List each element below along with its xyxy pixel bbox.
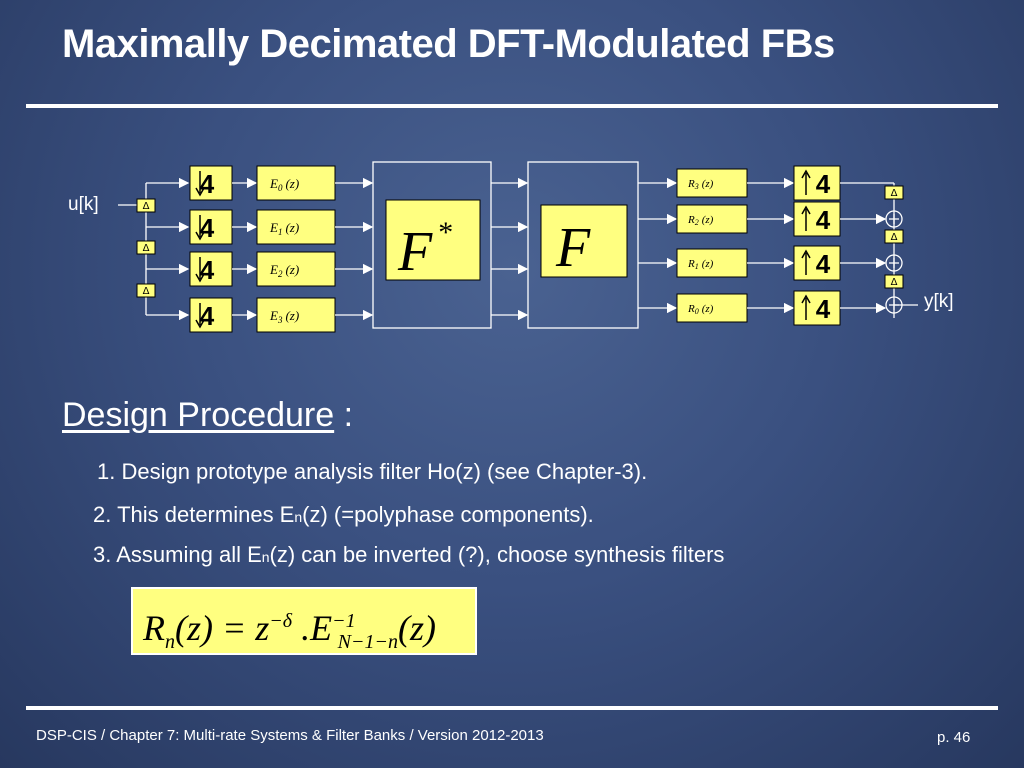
fstar-matrix-box [385,199,481,281]
analysis-filter-box [256,297,336,333]
output-delay-box [884,185,904,200]
formula-eq: = z [213,608,270,648]
page-number: p. 46 [937,729,971,746]
slide-title: Maximally Decimated DFT-Modulated FBs [62,22,835,66]
formula-inv: −1 [332,610,356,632]
step-1: 1. Design prototype analysis filter Ho(z… [97,459,647,485]
f-label: F [555,217,591,279]
formula-e: .E [292,608,333,648]
step-3-text-b: (z) can be inverted (?), choose synthesi… [269,542,725,567]
step-2-text-b: (z) (=polyphase components). [302,502,594,527]
output-delay-symbol: Δ [891,277,898,288]
input-label: u[k] [68,194,99,215]
upsampler-box [793,165,841,201]
down-arrow-head-icon [195,273,205,283]
downsample-factor: 4 [200,255,215,285]
delay-symbol: Δ [143,201,150,212]
analysis-filter-label: E3(z) [269,308,299,325]
delay-symbol: Δ [143,243,150,254]
upsample-factor: 4 [816,205,831,235]
synthesis-formula: Rn(z) = z−δ .E−1N−1−n(z) [131,587,477,655]
output-delay-symbol: Δ [891,232,898,243]
adder-icon [885,254,903,272]
downsample-factor: 4 [200,213,215,243]
output-label: y[k] [924,291,954,312]
formula-exp: −δ [269,610,293,632]
upsample-factor: 4 [816,294,831,324]
delay-box [136,240,156,255]
up-arrow-head-icon [801,294,811,304]
synthesis-filter-label: R2(z) [687,214,714,227]
analysis-filter-box [256,251,336,287]
synthesis-filter-label: R0(z) [687,303,714,316]
down-arrow-head-icon [195,231,205,241]
down-arrow-head-icon [195,187,205,197]
output-delay-symbol: Δ [891,188,898,199]
downsample-factor: 4 [200,169,215,199]
fstar-matrix-frame [372,161,492,329]
heading-colon: : [334,396,354,434]
formula-arg1: (z) [175,608,213,648]
f-matrix-frame [527,161,639,329]
step-2-subscript: n [294,509,303,525]
adder-icon [885,210,903,228]
analysis-filter-label: E0(z) [269,176,299,193]
title-divider [26,104,998,108]
fstar-label: F* [397,216,453,283]
upsample-factor: 4 [816,249,831,279]
formula-r-sub: n [165,631,175,654]
downsampler-box [189,297,233,333]
down-arrow-head-icon [195,319,205,329]
heading-text: Design Procedure [62,396,335,434]
formula-e-sub: N−1−n [337,631,398,654]
synthesis-filter-box [676,168,748,198]
footer-divider [26,706,998,710]
section-heading: Design Procedure : [62,396,353,435]
footer-text: DSP-CIS / Chapter 7: Multi-rate Systems … [36,727,544,744]
downsample-factor: 4 [200,301,215,331]
output-delay-box [884,229,904,244]
synthesis-filter-label: R3(z) [687,178,714,191]
step-2: 2. This determines En(z) (=polyphase com… [93,502,594,528]
analysis-filter-label: E1(z) [269,220,299,237]
step-1-text: 1. Design prototype analysis filter Ho(z… [97,459,648,484]
downsampler-box [189,251,233,287]
analysis-filter-label: E2(z) [269,262,299,279]
formula-arg2: (z) [397,608,436,648]
step-3: 3. Assuming all En(z) can be inverted (?… [93,542,724,568]
synthesis-filter-label: R1(z) [687,258,714,271]
upsampler-box [793,290,841,326]
analysis-filter-box [256,165,336,201]
up-arrow-head-icon [801,205,811,215]
step-3-text-a: 3. Assuming all E [93,542,262,567]
downsampler-box [189,165,233,201]
step-2-text-a: 2. This determines E [93,502,295,527]
step-3-subscript: n [261,549,270,565]
delay-box [136,198,156,213]
delay-symbol: Δ [143,286,150,297]
formula-r: R [143,608,165,648]
up-arrow-head-icon [801,169,811,179]
delay-box [136,283,156,298]
up-arrow-head-icon [801,249,811,259]
synthesis-filter-box [676,204,748,234]
f-matrix-box [540,204,628,278]
output-delay-box [884,274,904,289]
upsampler-box [793,245,841,281]
upsample-factor: 4 [816,169,831,199]
